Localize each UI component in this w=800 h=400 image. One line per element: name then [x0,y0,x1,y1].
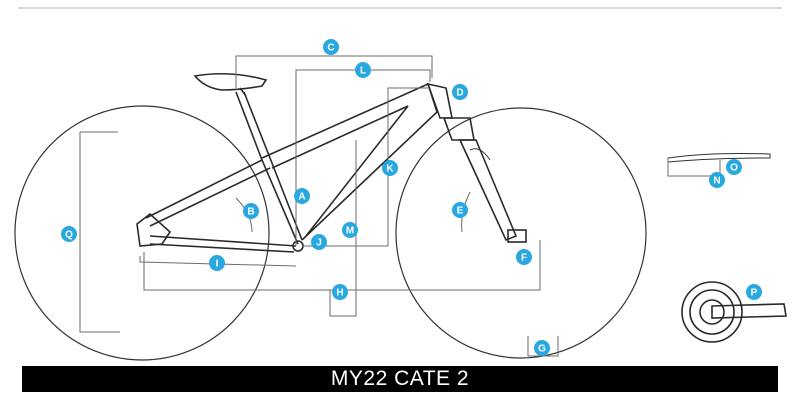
crankset [681,281,787,343]
label-badge-f: F [516,249,532,265]
chainring-inner [699,299,725,325]
label-badge-a: A [294,188,310,204]
label-badges: A B C D E F G H I J K L M NO P Q [61,39,762,356]
label-badge-l: L [355,62,371,78]
label-letter: Q [65,230,73,241]
seat-stay [145,159,263,219]
label-letter: H [336,288,343,299]
stem-measure [667,158,722,177]
rear-wheel [14,105,270,361]
chain-stay [149,235,297,247]
label-letter: M [346,226,354,237]
measure-q [79,132,120,333]
frame [136,82,438,253]
fork [426,82,527,243]
fork-crown [442,117,475,141]
measure-lines [79,55,559,357]
label-letter: G [538,344,546,355]
label-letter: A [298,192,305,203]
label-badge-b: B [243,203,259,219]
seat-clamp [239,87,247,97]
label-badge-e: E [452,202,468,218]
label-letter: N [713,176,720,187]
label-letter: C [327,43,334,54]
seat-tube-inner [243,91,303,241]
label-letter: F [521,253,527,264]
label-badge-j: J [311,234,327,250]
label-letter: E [457,206,464,217]
fork-dropout [507,229,527,243]
label-badge-h: H [332,284,348,300]
label-badge-c: C [323,39,339,55]
label-badge-i: I [209,255,225,271]
fork-leg [458,139,518,242]
label-letter: P [751,288,758,299]
measure-l [295,69,431,246]
label-badge-q: Q [61,226,77,242]
rear-derailleur [136,212,172,247]
brake-line [469,148,491,161]
saddle [193,72,268,91]
measure-i [139,256,297,267]
measure-g [527,336,559,357]
label-badge-k: K [382,160,398,176]
label-letter: K [386,164,394,175]
label-letter: B [247,207,254,218]
chainring-outer [681,281,743,343]
label-badge-p: P [746,284,762,300]
label-badge-d: D [452,84,468,100]
label-badge-n: N [709,172,725,188]
chainring-mid [689,289,735,335]
chain-stay-inner [149,243,295,253]
diagram-title: MY22 CATE 2 [330,367,470,390]
stem-outline [667,153,771,163]
seat-stay-inner [149,167,271,227]
label-badge-m: M [342,222,358,238]
crank-arm [711,303,787,319]
front-wheel [395,107,647,359]
measure-c [235,55,433,88]
label-badge-g: G [534,340,550,356]
label-badge-o: O [726,159,742,175]
label-letter: I [216,259,219,270]
label-letter: D [456,88,463,99]
label-letter: O [730,163,738,174]
label-letter: L [360,66,366,77]
footer-bar: MY22 CATE 2 [22,366,778,392]
label-letter: J [316,238,322,249]
inner-triangle [271,105,409,237]
main-triangle [261,82,438,241]
head-tube [426,82,453,119]
measure-k [387,87,428,246]
